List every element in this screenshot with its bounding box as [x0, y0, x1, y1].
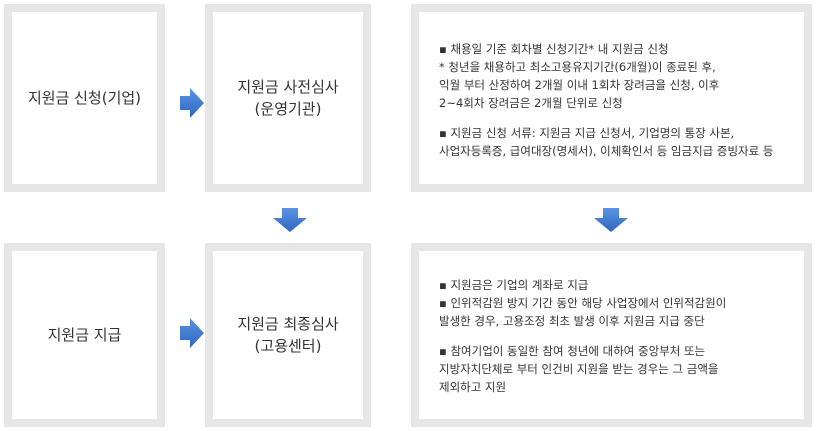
note-group-period: ▪ 채용일 기준 회차별 신청기간* 내 지원금 신청 * 청년을 채용하고 최…: [439, 40, 804, 112]
note-line: 2~4회차 장려금은 2개월 단위로 신청: [439, 96, 623, 110]
note-line: ▪ 지원금은 기업의 계좌로 지급: [439, 278, 589, 292]
note-line: 제외하고 지원: [439, 380, 507, 394]
arrow-right-icon: [180, 318, 204, 348]
note-line: 사업자등록증, 급여대장(명세서), 이체확인서 등 임금지급 증빙자료 등: [439, 144, 774, 158]
arrow-down-icon: [594, 208, 628, 232]
note-line: ▪ 참여기업이 동일한 참여 청년에 대하여 중앙부처 또는: [439, 344, 706, 358]
note-line: 지방자치단체로 부터 인건비 지원을 받는 경우는 그 금액을: [439, 362, 719, 376]
step-payment-box: 지원금 지급: [4, 243, 165, 427]
note-line: 발생한 경우, 고용조정 최초 발생 이후 지원금 지급 중단: [439, 314, 705, 328]
note-line: ▪ 지원금 신청 서류: 지원금 지급 신청서, 기업명의 통장 사본,: [439, 126, 735, 140]
arrow-right-icon: [180, 88, 204, 118]
note-box-application: ▪ 채용일 기준 회차별 신청기간* 내 지원금 신청 * 청년을 채용하고 최…: [411, 4, 812, 192]
step-pre-review-org: (운영기관): [254, 100, 322, 118]
step-payment-label: 지원금 지급: [47, 326, 122, 344]
note-group-payment-rules: ▪ 지원금은 기업의 계좌로 지급 ▪ 인위적감원 방지 기간 동안 해당 사업…: [439, 276, 804, 330]
step-apply-label: 지원금 신청(기업): [27, 89, 142, 107]
note-line: * 청년을 채용하고 최소고용유지기간(6개월)이 종료된 후,: [439, 60, 716, 74]
arrow-down-icon: [273, 208, 307, 232]
step-pre-review-box: 지원금 사전심사 (운영기관): [205, 4, 371, 192]
note-group-exclusion: ▪ 참여기업이 동일한 참여 청년에 대하여 중앙부처 또는 지방자치단체로 부…: [439, 342, 804, 396]
step-final-review-box: 지원금 최종심사 (고용센터): [205, 243, 371, 427]
note-box-payment: ▪ 지원금은 기업의 계좌로 지급 ▪ 인위적감원 방지 기간 동안 해당 사업…: [411, 243, 812, 427]
step-final-review-title: 지원금 최종심사: [237, 315, 339, 333]
note-group-documents: ▪ 지원금 신청 서류: 지원금 지급 신청서, 기업명의 통장 사본, 사업자…: [439, 124, 804, 160]
step-final-review-org: (고용센터): [254, 337, 322, 355]
note-line: ▪ 채용일 기준 회차별 신청기간* 내 지원금 신청: [439, 42, 669, 56]
step-pre-review-title: 지원금 사전심사: [237, 78, 339, 96]
step-apply-box: 지원금 신청(기업): [4, 4, 165, 192]
note-line: ▪ 인위적감원 방지 기간 동안 해당 사업장에서 인위적감원이: [439, 296, 727, 310]
note-line: 익월 부터 산정하여 2개월 이내 1회차 장려금을 신청, 이후: [439, 78, 720, 92]
